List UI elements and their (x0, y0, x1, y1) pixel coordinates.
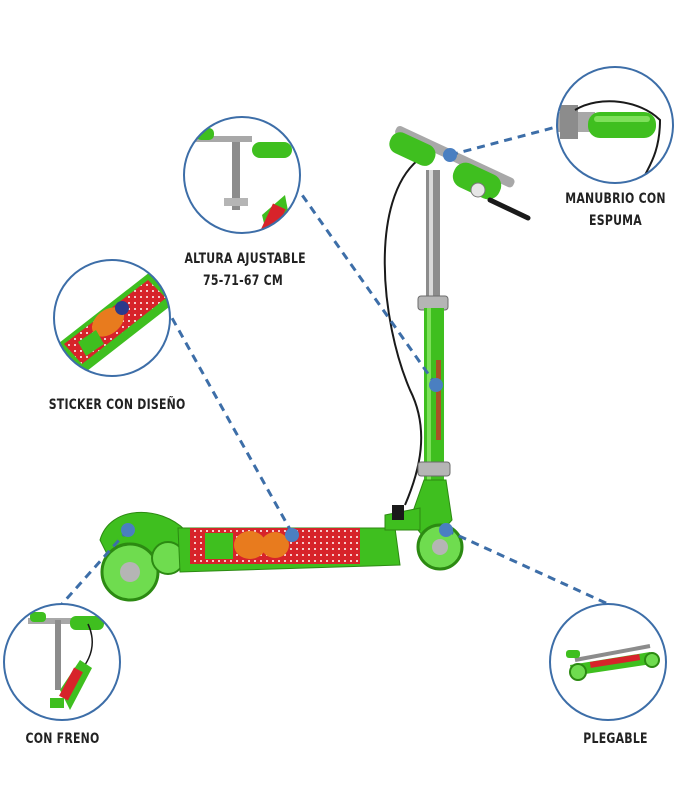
left-grip (389, 132, 436, 166)
callout-lines (60, 124, 609, 606)
height-clamp (417, 295, 449, 311)
detail-freno (3, 603, 121, 721)
callout-line-plegable (445, 528, 609, 606)
label-altura-line1: ALTURA AJUSTABLE (184, 251, 306, 267)
callout-line-freno (60, 529, 130, 605)
label-freno: CON FRENO (22, 728, 104, 750)
label-manubrio-line2: ESPUMA (589, 213, 642, 229)
callout-dots (121, 148, 457, 542)
label-freno-line1: CON FRENO (25, 731, 100, 747)
detail-plegable (549, 603, 667, 721)
callout-dot-plegable (439, 523, 453, 537)
callout-dot-freno (121, 523, 135, 537)
callout-line-sticker (170, 317, 294, 534)
detail-manubrio (556, 66, 674, 184)
label-manubrio: MANUBRIO CON ESPUMA (563, 188, 668, 232)
callout-dot-altura (429, 378, 443, 392)
label-altura: ALTURA AJUSTABLE 75-71-67 CM (184, 248, 306, 292)
label-plegable: PLEGABLE (578, 728, 652, 750)
callout-dot-sticker (285, 528, 299, 542)
label-altura-line2: 75-71-67 CM (203, 273, 283, 289)
right-grip (452, 162, 502, 200)
callout-line-altura (298, 191, 438, 386)
scooter-main (99, 126, 531, 602)
detail-sticker (53, 259, 171, 377)
brake-cable (383, 159, 423, 506)
callout-dot-manubrio (443, 148, 457, 162)
label-manubrio-line1: MANUBRIO CON (565, 191, 666, 207)
label-sticker: STICKER CON DISEÑO (48, 394, 186, 416)
detail-altura (183, 116, 301, 234)
label-plegable-line1: PLEGABLE (583, 731, 648, 747)
callout-line-manubrio (449, 124, 561, 157)
label-sticker-line1: STICKER CON DISEÑO (48, 397, 186, 413)
folding-joint (417, 461, 451, 477)
